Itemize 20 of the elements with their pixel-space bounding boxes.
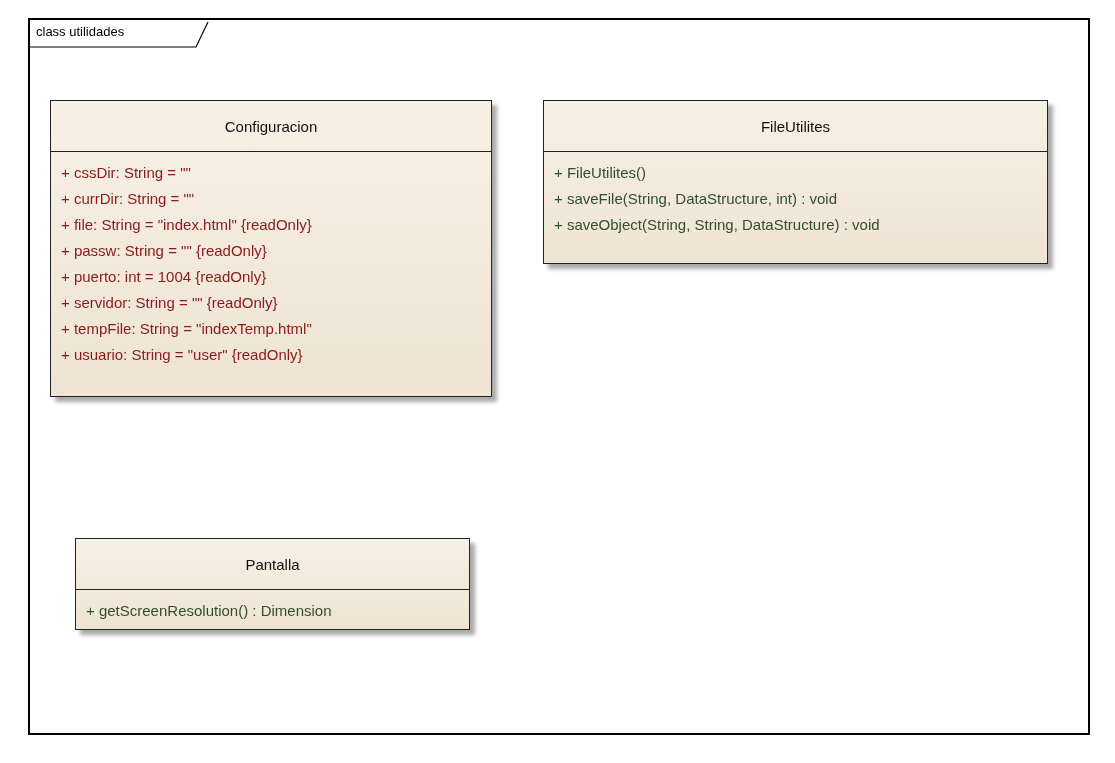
operation-text: + saveFile(String, DataStructure, int) : void — [553, 189, 839, 209]
class-box — [50, 100, 492, 397]
class-name: Pantalla — [76, 539, 469, 590]
operation-text: + FileUtilites() — [553, 163, 648, 183]
package-frame — [28, 18, 1090, 735]
attribute-text: + cssDir: String = "" — [60, 163, 192, 183]
attribute-text: + puerto: int = 1004 {readOnly} — [60, 267, 268, 287]
class-name: Configuracion — [51, 101, 491, 152]
attribute-text: + currDir: String = "" — [60, 189, 196, 209]
class-name: FileUtilites — [544, 101, 1047, 152]
class-box — [75, 538, 470, 630]
attribute-text: + servidor: String = "" {readOnly} — [60, 293, 279, 313]
class-box — [543, 100, 1048, 264]
attribute-text: + file: String = "index.html" {readOnly} — [60, 215, 313, 235]
frame-tab-label: class utilidades — [35, 23, 126, 41]
attribute-text: + passw: String = "" {readOnly} — [60, 241, 268, 261]
attribute-text: + tempFile: String = "indexTemp.html" — [60, 319, 313, 339]
operation-text: + saveObject(String, String, DataStructure) : void — [553, 215, 881, 235]
operation-text: + getScreenResolution() : Dimension — [85, 601, 333, 621]
attribute-text: + usuario: String = "user" {readOnly} — [60, 345, 304, 365]
